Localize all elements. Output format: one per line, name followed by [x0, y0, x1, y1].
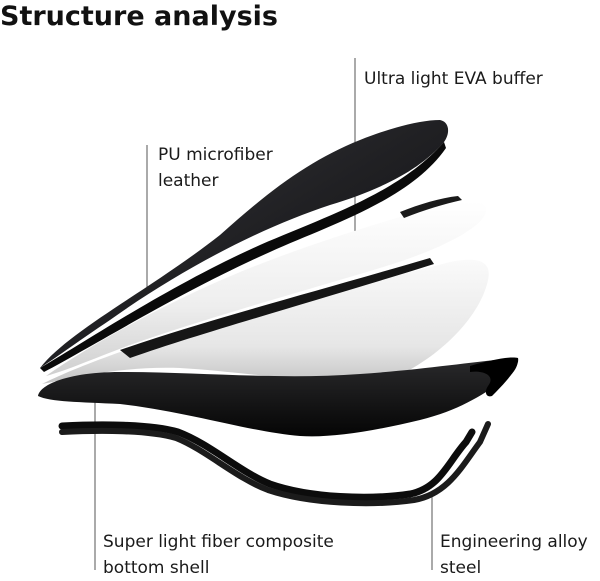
label-pu-line-2: leather: [158, 171, 219, 191]
label-pu-leather: PU microfiber leather: [158, 142, 273, 194]
label-eva-line-1: Ultra light EVA buffer: [364, 69, 543, 89]
bottom-shell: [38, 358, 518, 437]
saddle-cover-layer: [40, 120, 449, 368]
page-title: Structure analysis: [0, 1, 278, 32]
label-alloy-line-1: Engineering alloy: [440, 532, 588, 552]
bottom-shell-tail: [470, 357, 519, 397]
label-shell-line-2: bottom shell: [103, 558, 210, 578]
label-shell-line-1: Super light fiber composite: [103, 532, 334, 552]
label-pu-line-1: PU microfiber: [158, 145, 273, 165]
label-eva-buffer: Ultra light EVA buffer: [364, 66, 543, 92]
alloy-rails-second: [59, 421, 491, 507]
alloy-rails: [58, 421, 476, 501]
eva-buffer-layer: [46, 200, 487, 376]
foam-dark-gap: [120, 258, 434, 358]
label-alloy-steel: Engineering alloy steel: [440, 529, 588, 581]
label-alloy-line-2: steel: [440, 558, 482, 578]
eva-dark-strip: [400, 196, 462, 218]
label-bottom-shell: Super light fiber composite bottom shell: [103, 529, 334, 581]
foam-layer: [42, 259, 489, 384]
saddle-cover-edge: [40, 142, 446, 372]
